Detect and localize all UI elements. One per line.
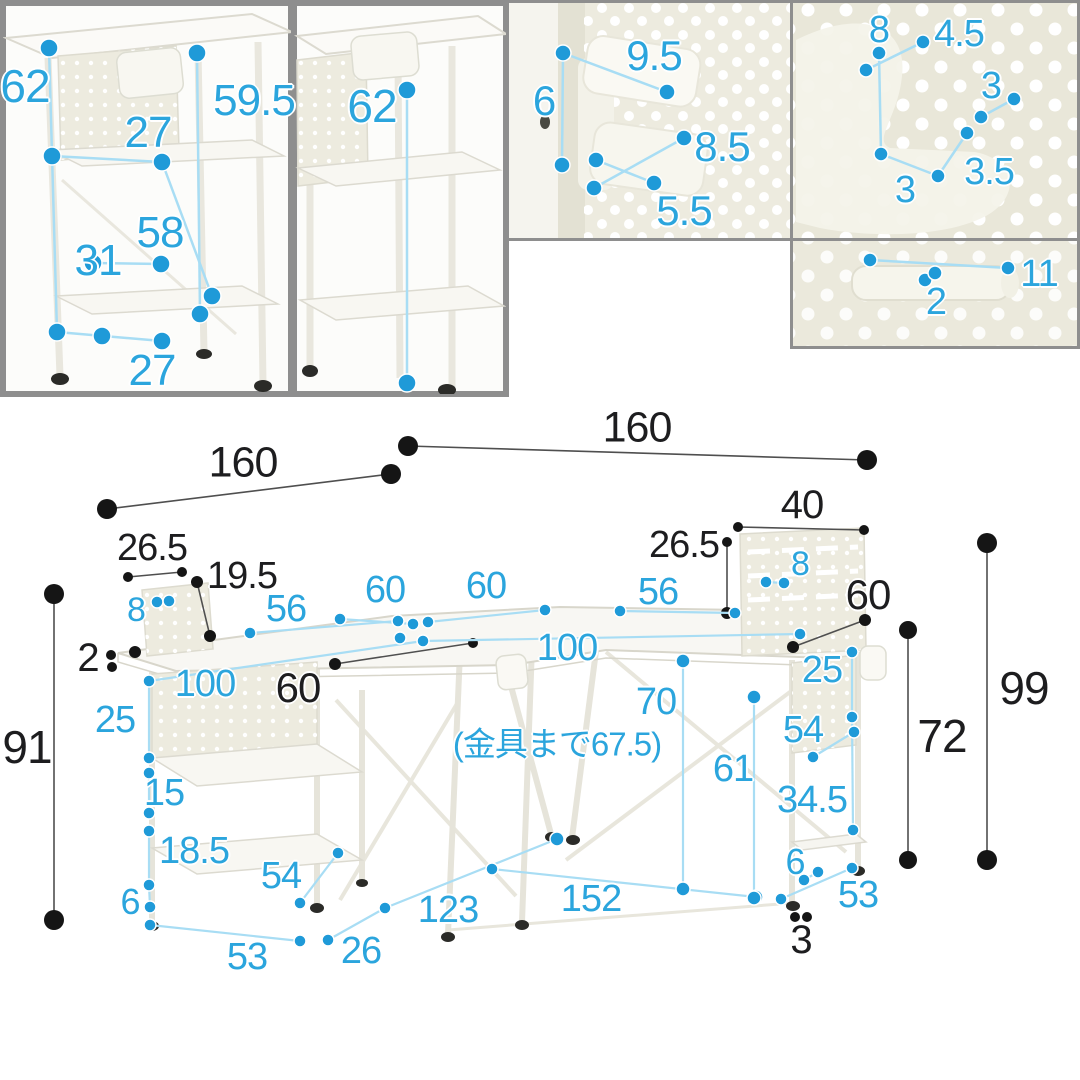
cup-holder-hook xyxy=(495,653,529,691)
cup-holder-hook-right xyxy=(859,645,887,681)
dimension-dots-blue-panels xyxy=(39,34,1022,393)
cup-holder-sketch xyxy=(509,3,790,238)
peg-bar-sketch xyxy=(793,241,1077,346)
pegboard-hook-sketch xyxy=(793,3,1077,238)
main-desk-sketch xyxy=(117,527,887,942)
dimension-dots-blue-main xyxy=(142,575,861,948)
side-view-b-sketch xyxy=(294,14,506,394)
dimension-lines-blue-panels xyxy=(47,40,1015,383)
dimension-lines-black xyxy=(53,445,988,920)
desk-feet xyxy=(51,349,272,392)
dimension-dots-black xyxy=(44,436,997,930)
